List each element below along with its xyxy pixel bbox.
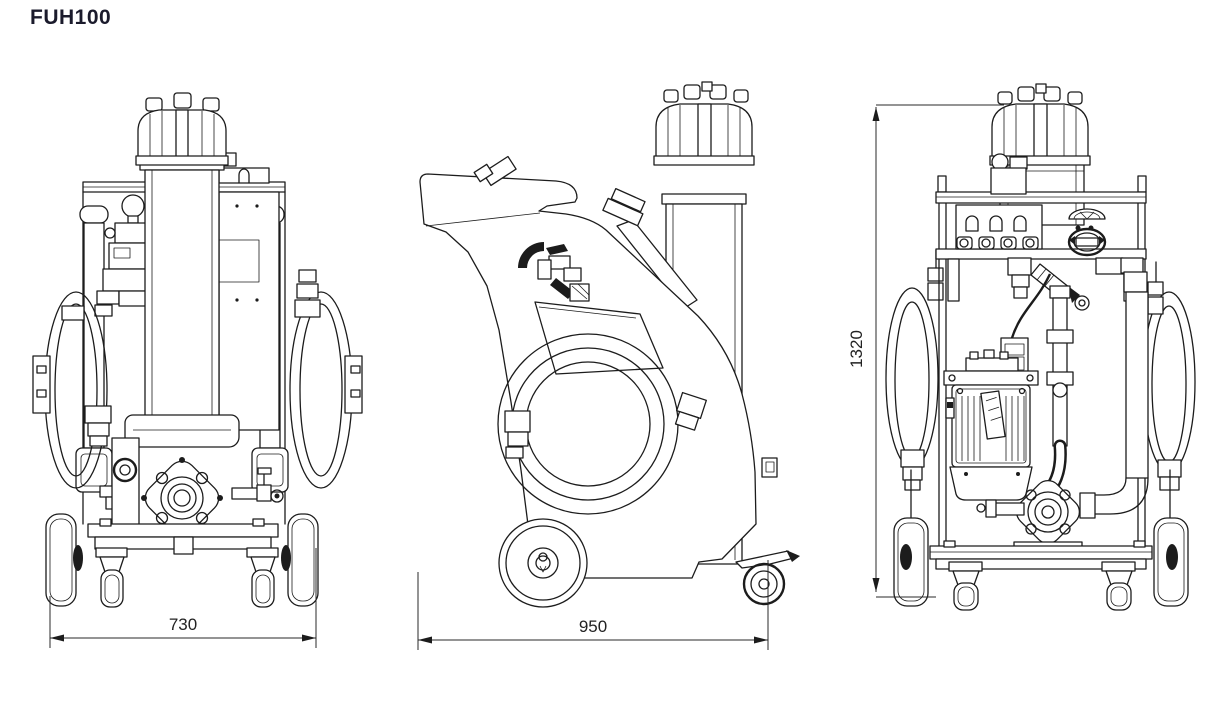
body-shell xyxy=(419,173,757,579)
motor-starter xyxy=(990,153,1028,195)
dimension-side-length: 950 xyxy=(417,560,769,650)
main-wheel xyxy=(498,518,588,608)
wheel-right xyxy=(1153,469,1189,607)
caster-left xyxy=(95,547,128,608)
front-view xyxy=(32,92,363,608)
caster-left xyxy=(948,561,983,611)
hose-reel-left xyxy=(885,249,944,491)
electrical-box xyxy=(955,204,1043,250)
label-recess-panel xyxy=(534,301,664,375)
filter-cap xyxy=(653,81,755,166)
wheel-right xyxy=(281,513,319,607)
filter-column xyxy=(139,159,225,431)
base-frame xyxy=(87,518,279,555)
valve-mechanism xyxy=(518,242,590,302)
hose-reel-right xyxy=(1142,261,1196,491)
return-pipe xyxy=(1079,291,1149,519)
rear-view xyxy=(885,83,1196,611)
hand-wheel xyxy=(1068,208,1106,220)
caster-right xyxy=(1101,561,1136,611)
base-frame xyxy=(929,540,1153,570)
upper-fittings xyxy=(1007,257,1148,299)
dim-label-overall-height: 1320 xyxy=(847,330,866,368)
caster-right xyxy=(246,547,279,608)
hose-recess xyxy=(497,333,707,515)
hose-reel-left xyxy=(32,291,112,489)
dimension-front-width: 730 xyxy=(49,548,317,648)
filter-cap xyxy=(135,92,229,166)
motor xyxy=(943,349,1039,501)
support-bracket xyxy=(111,437,140,527)
caster xyxy=(735,550,800,606)
wheel-left xyxy=(893,469,929,607)
right-panel xyxy=(218,152,280,431)
filter-cap xyxy=(989,83,1091,166)
dim-label-side-length: 950 xyxy=(579,617,607,636)
hose-reel-right xyxy=(289,269,363,489)
filler-gauge xyxy=(1067,225,1107,257)
side-view xyxy=(419,81,800,608)
handle-fitting xyxy=(473,155,517,187)
page-title: FUH100 xyxy=(30,6,112,29)
dim-label-front-width: 730 xyxy=(169,615,197,634)
wheel-left xyxy=(45,513,83,607)
valve-pipe xyxy=(1031,285,1074,508)
latch xyxy=(761,457,778,478)
dimension-overall-height: 1320 xyxy=(847,104,1004,598)
